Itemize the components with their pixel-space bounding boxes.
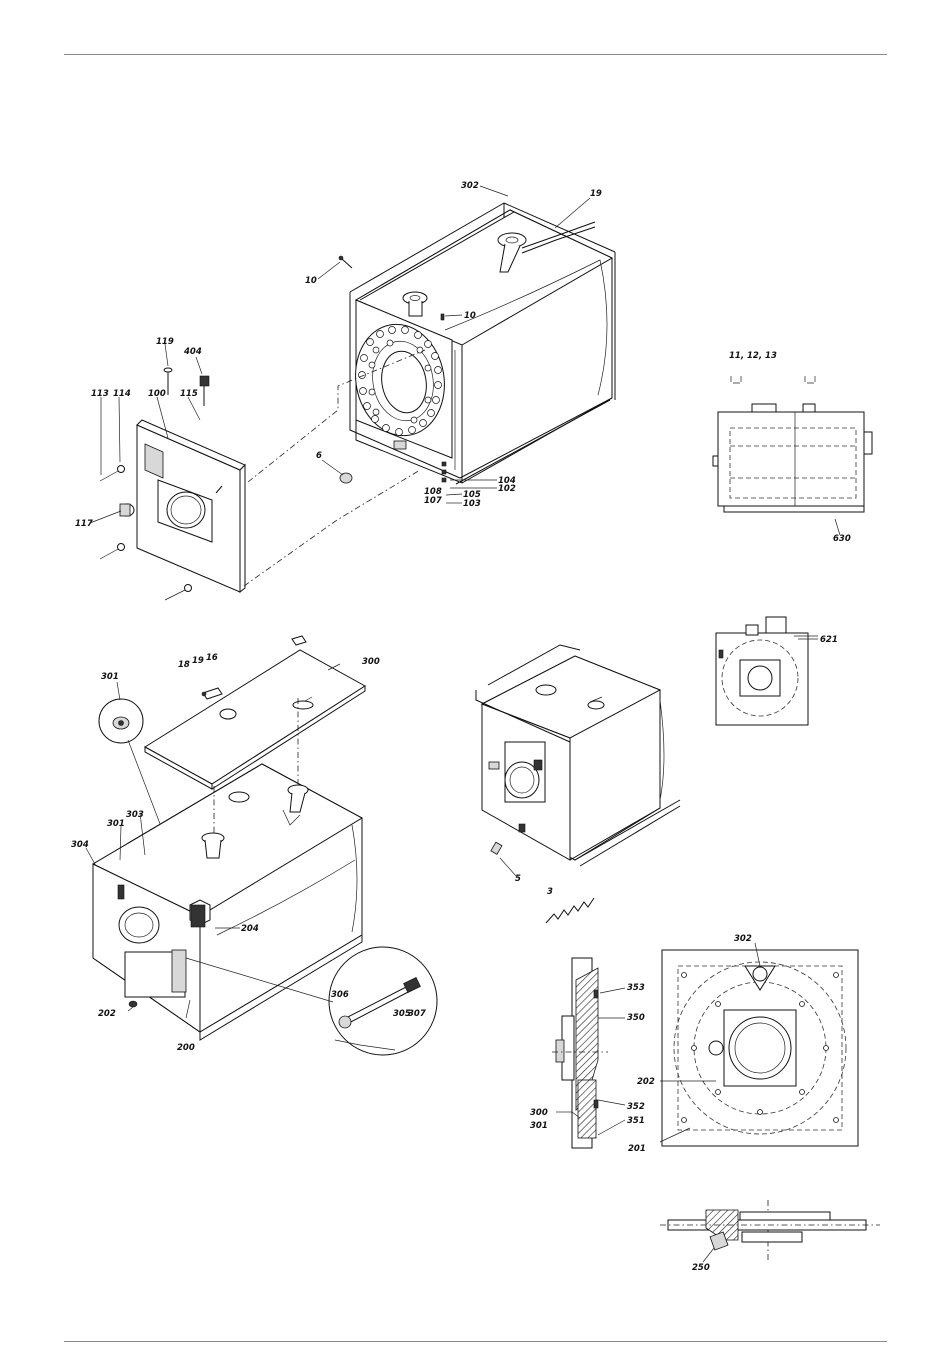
label-307: 307 xyxy=(408,1009,426,1019)
label-18: 18 xyxy=(178,660,190,670)
label-100: 100 xyxy=(148,389,166,399)
label-115: 115 xyxy=(180,389,198,399)
bottom-section-view xyxy=(660,1200,880,1262)
label-404: 404 xyxy=(183,347,202,357)
label-10b: 10 xyxy=(464,311,476,321)
label-302-door: 302 xyxy=(734,934,752,944)
label-351: 351 xyxy=(627,1116,645,1126)
label-352: 352 xyxy=(627,1102,645,1112)
label-201: 201 xyxy=(628,1144,646,1154)
label-200: 200 xyxy=(177,1043,195,1053)
label-19: 19 xyxy=(590,189,602,199)
label-353: 353 xyxy=(627,983,645,993)
label-119: 119 xyxy=(156,337,174,347)
burner-side-view xyxy=(476,645,680,923)
label-113: 113 xyxy=(91,389,109,399)
label-103: 103 xyxy=(463,499,481,509)
label-107: 107 xyxy=(424,496,442,506)
boiler-body-view xyxy=(339,203,615,484)
label-301: 301 xyxy=(101,672,119,682)
label-5: 5 xyxy=(515,874,521,884)
casing-assembly-view xyxy=(93,636,437,1055)
label-16: 16 xyxy=(206,653,218,663)
label-300-sec: 300 xyxy=(530,1108,548,1118)
label-10: 10 xyxy=(305,276,317,286)
door-front-view xyxy=(662,950,858,1146)
label-300: 300 xyxy=(362,657,380,667)
label-114: 114 xyxy=(113,389,131,399)
label-204: 204 xyxy=(241,924,259,934)
label-301-sec: 301 xyxy=(530,1121,548,1131)
side-views xyxy=(713,376,872,725)
label-19-mid: 19 xyxy=(192,656,204,666)
label-250: 250 xyxy=(692,1263,710,1273)
label-304: 304 xyxy=(71,840,89,850)
label-11-12-13: 11, 12, 13 xyxy=(729,351,777,361)
label-302: 302 xyxy=(461,181,479,191)
label-202: 202 xyxy=(98,1009,116,1019)
label-630: 630 xyxy=(833,534,851,544)
label-301b: 301 xyxy=(107,819,125,829)
label-621: 621 xyxy=(820,635,838,645)
label-303: 303 xyxy=(126,810,144,820)
label-6: 6 xyxy=(316,451,322,461)
label-102: 102 xyxy=(498,484,516,494)
door-section-view xyxy=(552,958,608,1148)
label-202-door: 202 xyxy=(637,1077,655,1087)
label-306: 306 xyxy=(331,990,349,1000)
label-117: 117 xyxy=(75,519,93,529)
label-3: 3 xyxy=(547,887,553,897)
label-350: 350 xyxy=(627,1013,645,1023)
